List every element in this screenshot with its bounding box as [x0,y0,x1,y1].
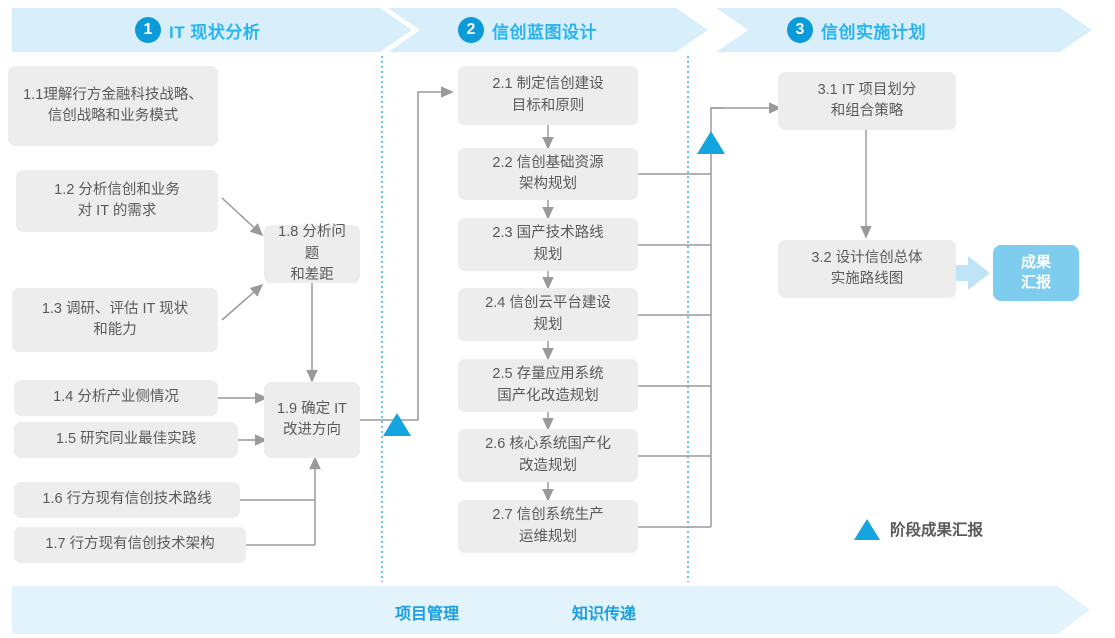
task-box-1-7[interactable]: 1.7 行方现有信创技术架构 [14,527,246,563]
task-box-2-3[interactable]: 2.3 国产技术路线 规划 [458,218,638,271]
task-box-1-9[interactable]: 1.9 确定 IT 改进方向 [264,382,360,458]
milestone-triangle-phase2 [697,131,725,154]
phase-header-2[interactable]: 2 信创蓝图设计 [458,9,597,51]
phase-number-1: 1 [135,17,161,43]
phase-title-1: IT 现状分析 [169,22,261,42]
phase-header-3[interactable]: 3 信创实施计划 [787,9,926,51]
task-box-3-2[interactable]: 3.2 设计信创总体 实施路线图 [778,240,956,298]
legend: 阶段成果汇报 [854,518,983,540]
task-box-1-8[interactable]: 1.8 分析问题 和差距 [264,224,360,283]
phase-number-2: 2 [458,17,484,43]
bottom-band-label-knowledge-transfer[interactable]: 知识传递 [572,606,637,623]
task-box-2-7[interactable]: 2.7 信创系统生产 运维规划 [458,500,638,553]
task-box-2-5[interactable]: 2.5 存量应用系统 国产化改造规划 [458,359,638,412]
task-box-1-6[interactable]: 1.6 行方现有信创技术路线 [14,482,240,518]
task-box-2-2[interactable]: 2.2 信创基础资源 架构规划 [458,148,638,200]
result-badge[interactable]: 成果 汇报 [993,245,1079,301]
legend-label: 阶段成果汇报 [890,522,984,539]
task-box-2-1[interactable]: 2.1 制定信创建设 目标和原则 [458,66,638,125]
result-fat-arrow [938,256,990,290]
bottom-band-label-project-management[interactable]: 项目管理 [395,606,460,623]
task-box-1-5[interactable]: 1.5 研究同业最佳实践 [14,422,238,458]
task-box-1-3[interactable]: 1.3 调研、评估 IT 现状 和能力 [12,288,218,352]
phase-band-3 [716,8,1092,52]
task-box-1-4[interactable]: 1.4 分析产业侧情况 [14,380,218,416]
milestone-triangle-icon [854,518,880,540]
phase-header-1[interactable]: 1 IT 现状分析 [135,9,260,51]
task-box-2-4[interactable]: 2.4 信创云平台建设 规划 [458,288,638,341]
task-box-1-1[interactable]: 1.1理解行方金融科技战略、 信创战略和业务模式 [8,66,218,146]
task-box-3-1[interactable]: 3.1 IT 项目划分 和组合策略 [778,72,956,130]
bottom-band [12,586,1090,634]
task-box-1-2[interactable]: 1.2 分析信创和业务 对 IT 的需求 [16,170,218,232]
phase-title-3: 信创实施计划 [821,22,926,42]
phase-title-2: 信创蓝图设计 [492,22,597,42]
task-box-2-6[interactable]: 2.6 核心系统国产化 改造规划 [458,429,638,482]
phase-number-3: 3 [787,17,813,43]
phase-band-1 [12,8,412,52]
milestone-triangle-phase1 [383,413,411,436]
